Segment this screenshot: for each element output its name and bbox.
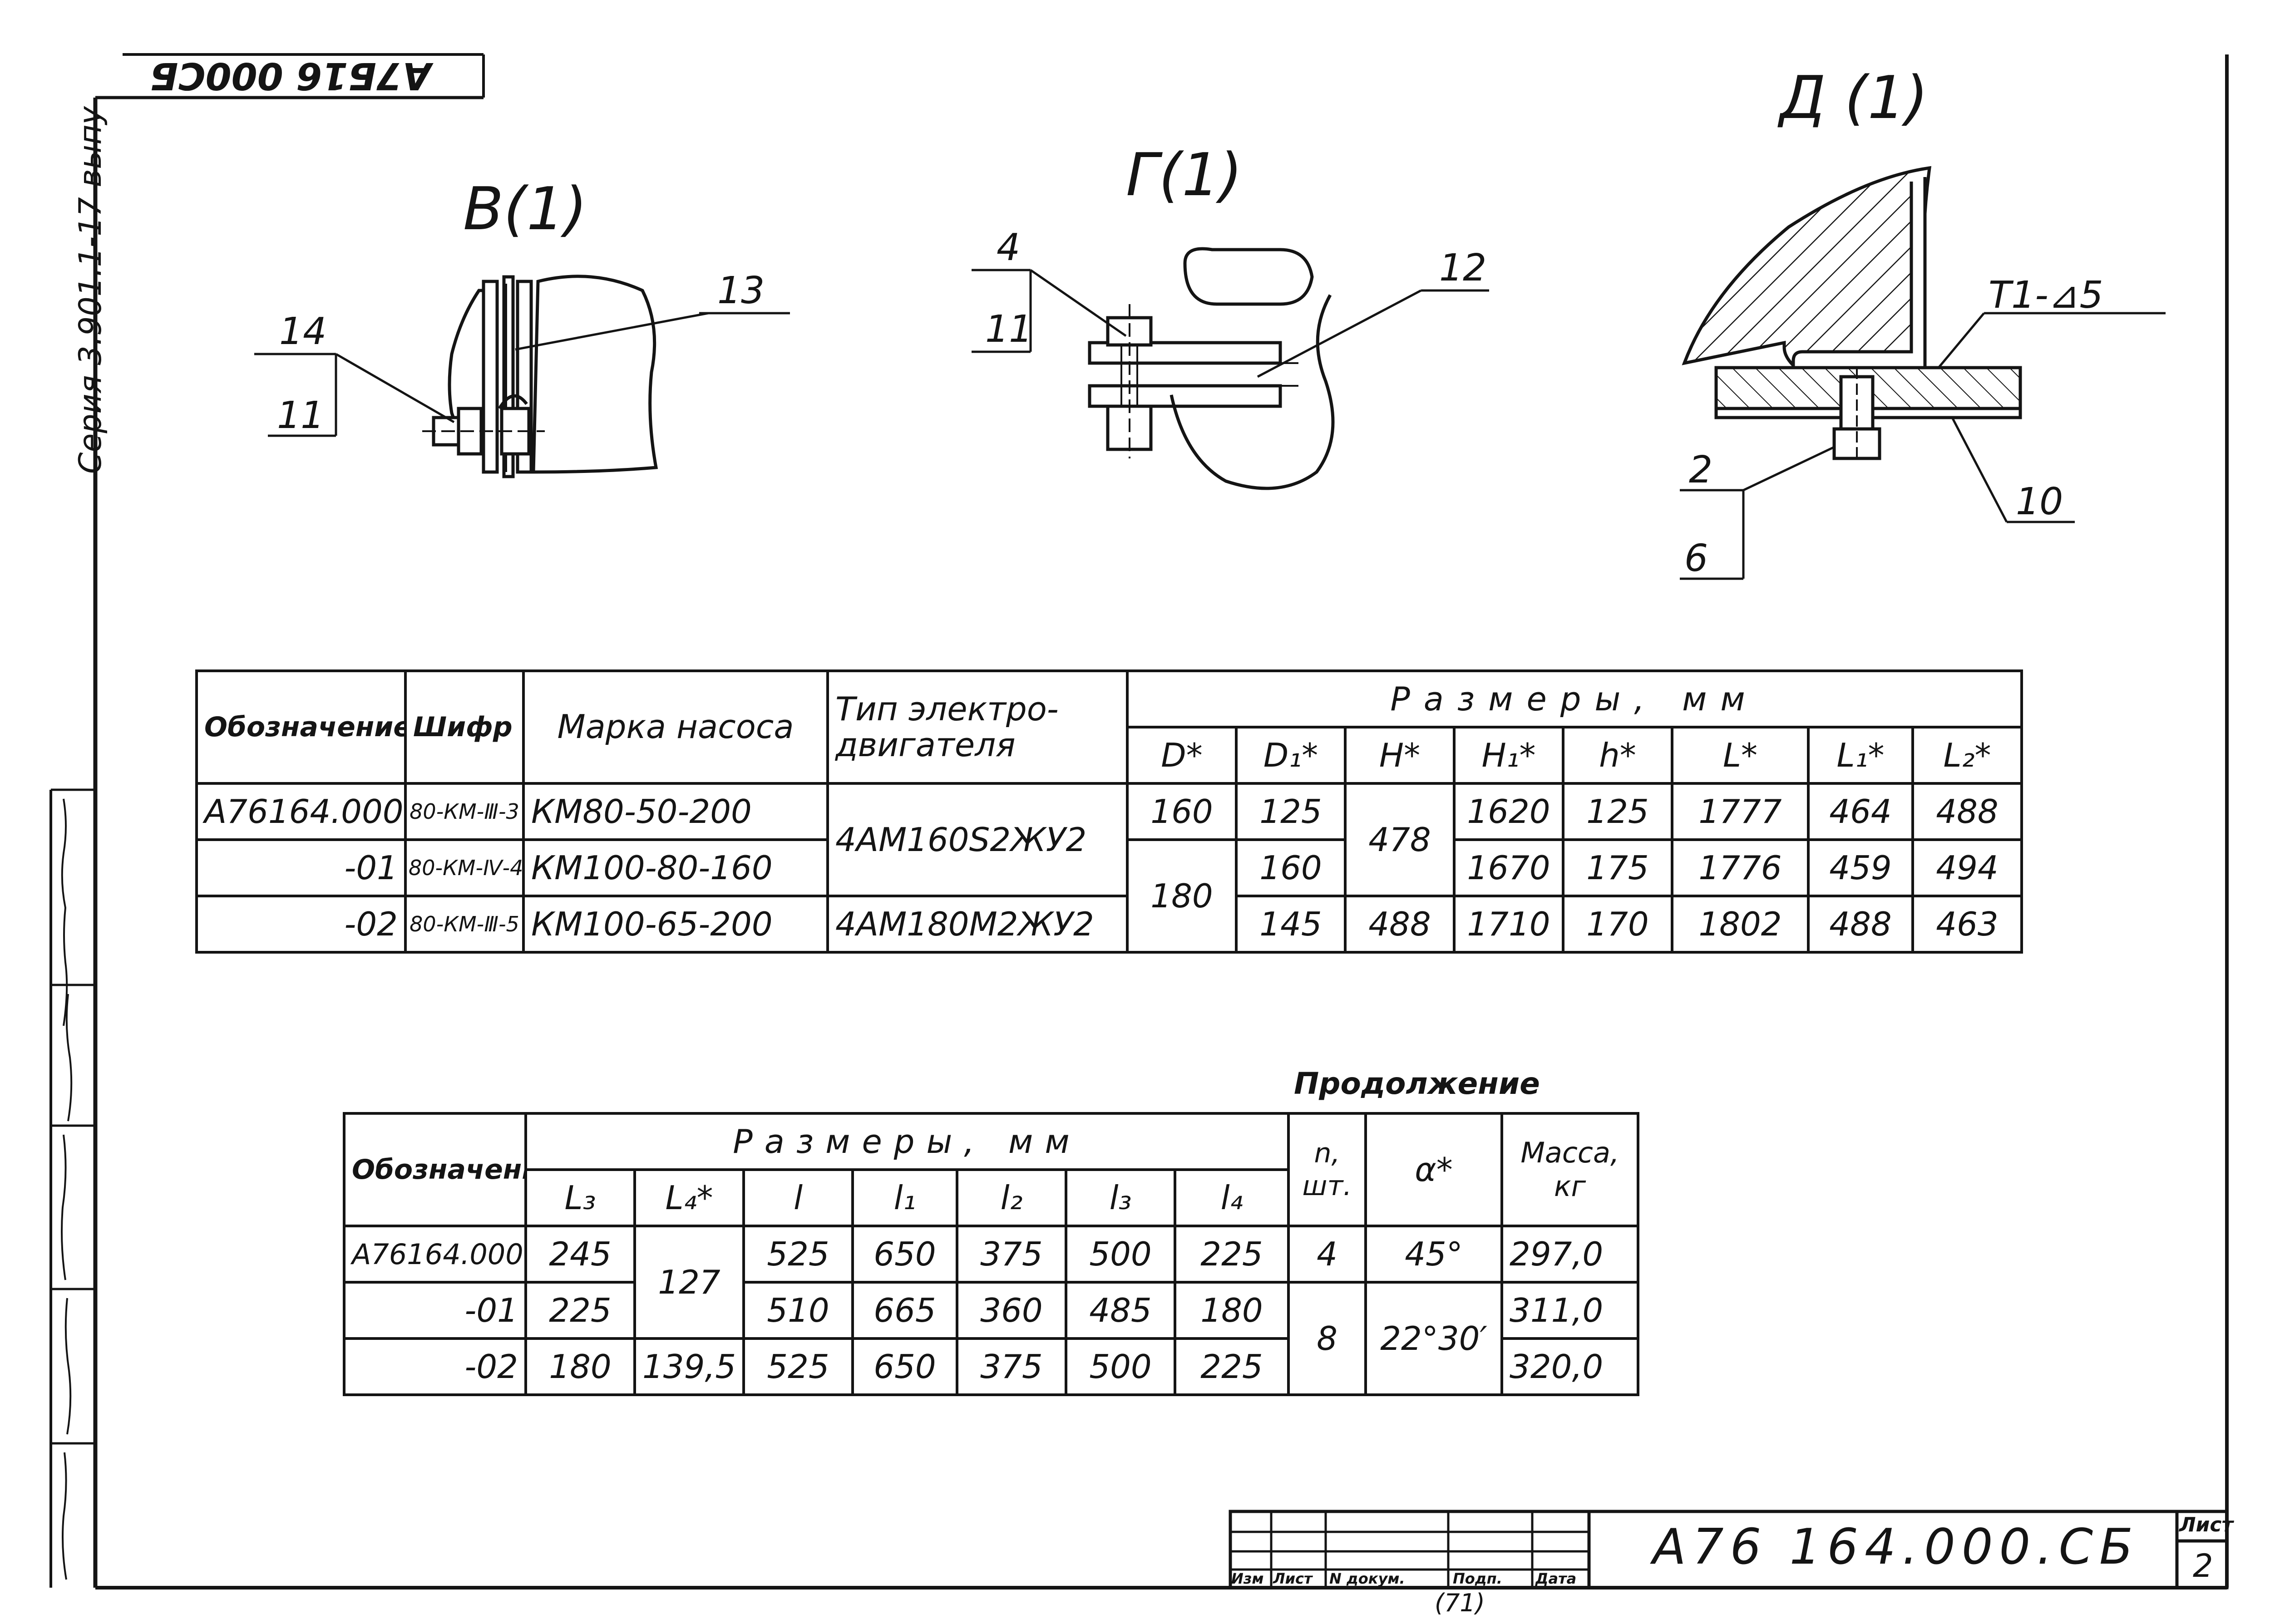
leader-label-12: 12 [1439, 246, 1487, 290]
dim-col: L₁* [1807, 726, 1914, 785]
dim-col: D* [1126, 726, 1238, 785]
col-quantity: n, шт. [1287, 1112, 1367, 1227]
title-col-list: Лист [1273, 1570, 1313, 1587]
dim-col: l₂ [956, 1168, 1067, 1227]
dim-col: l₄ [1173, 1168, 1290, 1227]
col-designation: Обозначение [195, 669, 407, 785]
leader-label-11: 11 [985, 308, 1033, 351]
col-code: Шифр [404, 669, 525, 785]
leader-label-2: 2 [1689, 448, 1713, 492]
page-number: (71) [1435, 1589, 1485, 1617]
dim-col: L₄* [633, 1168, 745, 1227]
title-block-frame [1229, 1510, 2229, 1590]
dim-col: h* [1562, 726, 1673, 785]
view-d-title: Д (1) [1780, 63, 1929, 132]
view-g-title: Г(1) [1126, 140, 1243, 209]
title-col-doc: N докум. [1329, 1570, 1405, 1587]
continuation-label: Продолжение [1294, 1066, 1540, 1101]
dim-col: l₃ [1065, 1168, 1176, 1227]
col-mass: Масса, кг [1500, 1112, 1640, 1227]
title-col-date: Дата [1535, 1570, 1577, 1587]
dim-col: L₂* [1911, 726, 2023, 785]
leader-label-13: 13 [717, 269, 765, 312]
sheet-label: Лист [2179, 1513, 2233, 1536]
table-row: -01 80-КМ-Ⅳ-4 КМ100-80-160 180 160 1670 … [195, 838, 2023, 954]
col-dimensions: Размеры, мм [524, 1112, 1290, 1171]
col-designation: Обозначение [343, 1112, 527, 1227]
title-col-izm: Изм [1231, 1570, 1264, 1587]
binding-strip-signatures [61, 798, 73, 1580]
pump-unit-table-continued: Обозначение Размеры, мм n, шт. α* Масса,… [343, 1112, 1640, 1396]
col-alpha: α* [1364, 1112, 1504, 1227]
dim-col: L₃ [524, 1168, 636, 1227]
detail-view-b [254, 275, 790, 478]
table-row: А76164.000 245 127 525 650 375 500 225 4… [343, 1225, 1640, 1340]
table-row: -02 80-КМ-Ⅲ-5 КМ100-65-200 4АМ180М2ЖУ2 1… [195, 895, 2023, 954]
sheet-number: 2 [2193, 1547, 2213, 1585]
pump-unit-table: Обозначение Шифр Марка насоса Тип электр… [195, 669, 2023, 954]
leader-label-6: 6 [1684, 537, 1708, 580]
dim-col: l [742, 1168, 854, 1227]
col-motor-type: Тип электро-двигателя [826, 669, 1129, 785]
dim-col: H₁* [1453, 726, 1564, 785]
dim-col: l₁ [851, 1168, 958, 1227]
dim-col: D₁* [1235, 726, 1347, 785]
leader-label-14: 14 [279, 310, 327, 353]
leader-label-4: 4 [997, 226, 1021, 269]
table-row: -02 180 139,5 525 650 375 500 225 320,0 [343, 1337, 1640, 1396]
detail-view-d [1680, 166, 2166, 580]
dim-col: L* [1671, 726, 1810, 785]
leader-label-10: 10 [2016, 480, 2063, 523]
document-number: А76 164.000.СБ [1653, 1519, 2140, 1575]
series-note: Серия 3.901.1-17 выпу [73, 106, 109, 474]
table-row: -01 225 510 665 360 485 180 8 22°30′ 311… [343, 1281, 1640, 1396]
weld-note: Т1-⊿5 [1989, 274, 2103, 317]
col-pump-brand: Марка насоса [522, 669, 829, 785]
dim-col: H* [1344, 726, 1456, 785]
col-dimensions: Размеры, мм [1125, 669, 2023, 728]
detail-view-g [972, 247, 1489, 490]
view-b-title: В(1) [463, 174, 587, 243]
title-col-sign: Подп. [1453, 1570, 1502, 1587]
table-row: А76164.000 80-КМ-Ⅲ-3 КМ80-50-200 4АМ160S… [195, 782, 2023, 897]
top-left-stamp: A7Б16 000СБ [150, 54, 431, 97]
leader-label-11: 11 [277, 394, 325, 437]
